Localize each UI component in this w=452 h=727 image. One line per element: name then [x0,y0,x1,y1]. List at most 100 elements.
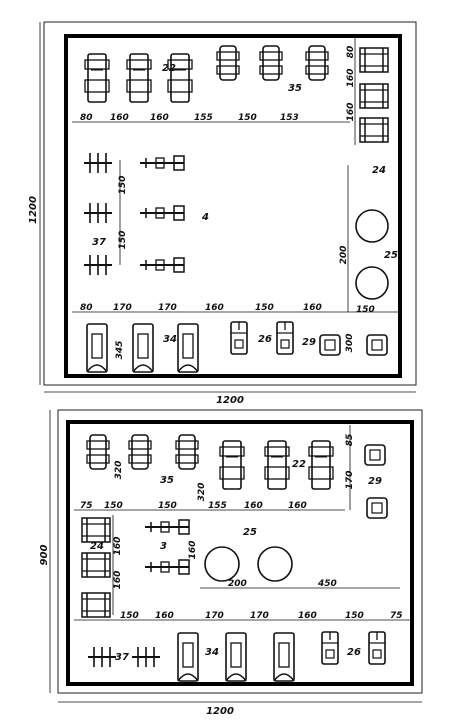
bottom-dim-bottom-170-b: 170 [250,611,269,621]
bottom-lift-1 [177,632,199,682]
bottom-dim-bottom-150: 150 [120,611,139,621]
bottom-dim-right-170: 170 [345,471,355,490]
bottom-lift-3 [273,632,295,682]
bottom-label-34: 34 [205,647,219,658]
top-dim-right-160-a: 160 [346,69,356,88]
top-small-2 [276,321,294,355]
bottom-dim-row-75: 75 [80,501,93,511]
bottom-small-2 [368,631,386,665]
bottom-dim-bottom-75: 75 [390,611,403,621]
bottom-label-25: 25 [243,527,257,538]
top-dim-bottom-150-b: 150 [356,305,375,315]
top-dim-mid-200: 200 [339,246,349,265]
top-dim-bottom-170-b: 170 [158,303,177,313]
top-small-1 [230,321,248,355]
bottom-plan: 900 1200 35 22 29 24 3 25 [39,409,423,717]
top-label-22: 22 [162,63,176,74]
bottom-dim-bottom-160-b: 160 [298,611,317,621]
bottom-label-37: 37 [115,652,129,663]
top-label-34: 34 [163,334,177,345]
top-round-table-1 [355,209,389,243]
bottom-overall-depth: 900 [39,545,50,566]
bottom-machine-med-1 [86,434,110,470]
top-dim-80: 80 [80,113,93,123]
bottom-workshop-wall [66,420,414,686]
top-label-37: 37 [92,237,106,248]
bottom-lift-2 [225,632,247,682]
top-cross-1 [83,152,113,174]
top-label-26: 26 [258,334,272,345]
bottom-machine-tall-2 [264,440,290,490]
bottom-machine-tall-3 [308,440,334,490]
top-lift-2 [132,323,154,373]
top-dim-left-150-b: 150 [118,231,128,250]
bottom-dim-bottom-170-a: 170 [205,611,224,621]
bottom-label-26: 26 [347,647,361,658]
top-label-4: 4 [201,212,209,223]
bottom-cross-2 [131,646,161,668]
bottom-label-22: 22 [292,459,306,470]
bottom-label-29: 29 [368,476,382,487]
top-machine-med-2 [259,45,283,81]
top-cross-3 [83,254,113,276]
bottom-machine-med-3 [175,434,199,470]
bottom-dim-row-155: 155 [208,501,227,511]
bottom-machine-med-2 [128,434,152,470]
top-machine-tall-1 [84,53,110,103]
bottom-overall-width: 1200 [206,706,234,717]
top-label-25: 25 [384,250,398,261]
top-lift-3 [177,323,199,373]
bottom-dim-top-320-a: 320 [114,461,124,480]
top-round-table-2 [355,266,389,300]
top-label-29: 29 [302,337,316,348]
bottom-round-table-2 [257,546,293,582]
top-machine-med-1 [216,45,240,81]
top-machine-med-3 [305,45,329,81]
bottom-drum-3 [81,592,111,618]
bottom-dim-row-150-a: 150 [104,501,123,511]
top-cross-2 [83,202,113,224]
top-dim-bottom-160-b: 160 [303,303,322,313]
top-dim-right-80: 80 [346,46,356,59]
bottom-box-1 [364,444,386,466]
top-overall-depth: 1200 [28,196,39,224]
bottom-small-1 [321,631,339,665]
top-shaft-1 [139,155,185,171]
top-dim-left-150-a: 150 [118,176,128,195]
bottom-round-table-1 [204,546,240,582]
top-shaft-3 [139,257,185,273]
bottom-dim-left-160-b: 160 [113,571,123,590]
top-machine-tall-2 [126,53,152,103]
top-dim-bottom-150: 150 [255,303,274,313]
top-workshop-wall [64,34,402,378]
top-box-2 [366,334,388,356]
bottom-shaft-2 [144,559,190,575]
top-lift-1 [86,323,108,373]
top-overall-width: 1200 [216,395,244,406]
top-dim-right-160-b: 160 [346,103,356,122]
top-dim-153: 153 [280,113,299,123]
top-box-1 [319,334,341,356]
bottom-cross-1 [87,646,117,668]
bottom-dim-mid-200: 200 [228,579,247,589]
bottom-drum-2 [81,552,111,578]
top-dim-bottom-170-a: 170 [113,303,132,313]
bottom-dim-bottom-160-a: 160 [155,611,174,621]
bottom-dim-left-160-a: 160 [113,537,123,556]
top-label-24: 24 [372,165,386,176]
bottom-dim-mid-450: 450 [317,579,337,589]
top-drum-3 [359,117,389,143]
bottom-dim-right-85: 85 [345,434,355,447]
bottom-dim-top-320-b: 320 [197,483,207,502]
top-dim-150: 150 [238,113,257,123]
top-machine-tall-3 [167,53,193,103]
bottom-dim-mid-160: 160 [188,541,198,560]
top-dim-bottom-160-a: 160 [205,303,224,313]
bottom-label-3: 3 [160,541,167,552]
top-dim-bottom-300: 300 [345,334,355,353]
bottom-shaft-1 [144,519,190,535]
top-dim-160-b: 160 [150,113,169,123]
bottom-dim-bottom-150-b: 150 [345,611,364,621]
top-dim-160-a: 160 [110,113,129,123]
